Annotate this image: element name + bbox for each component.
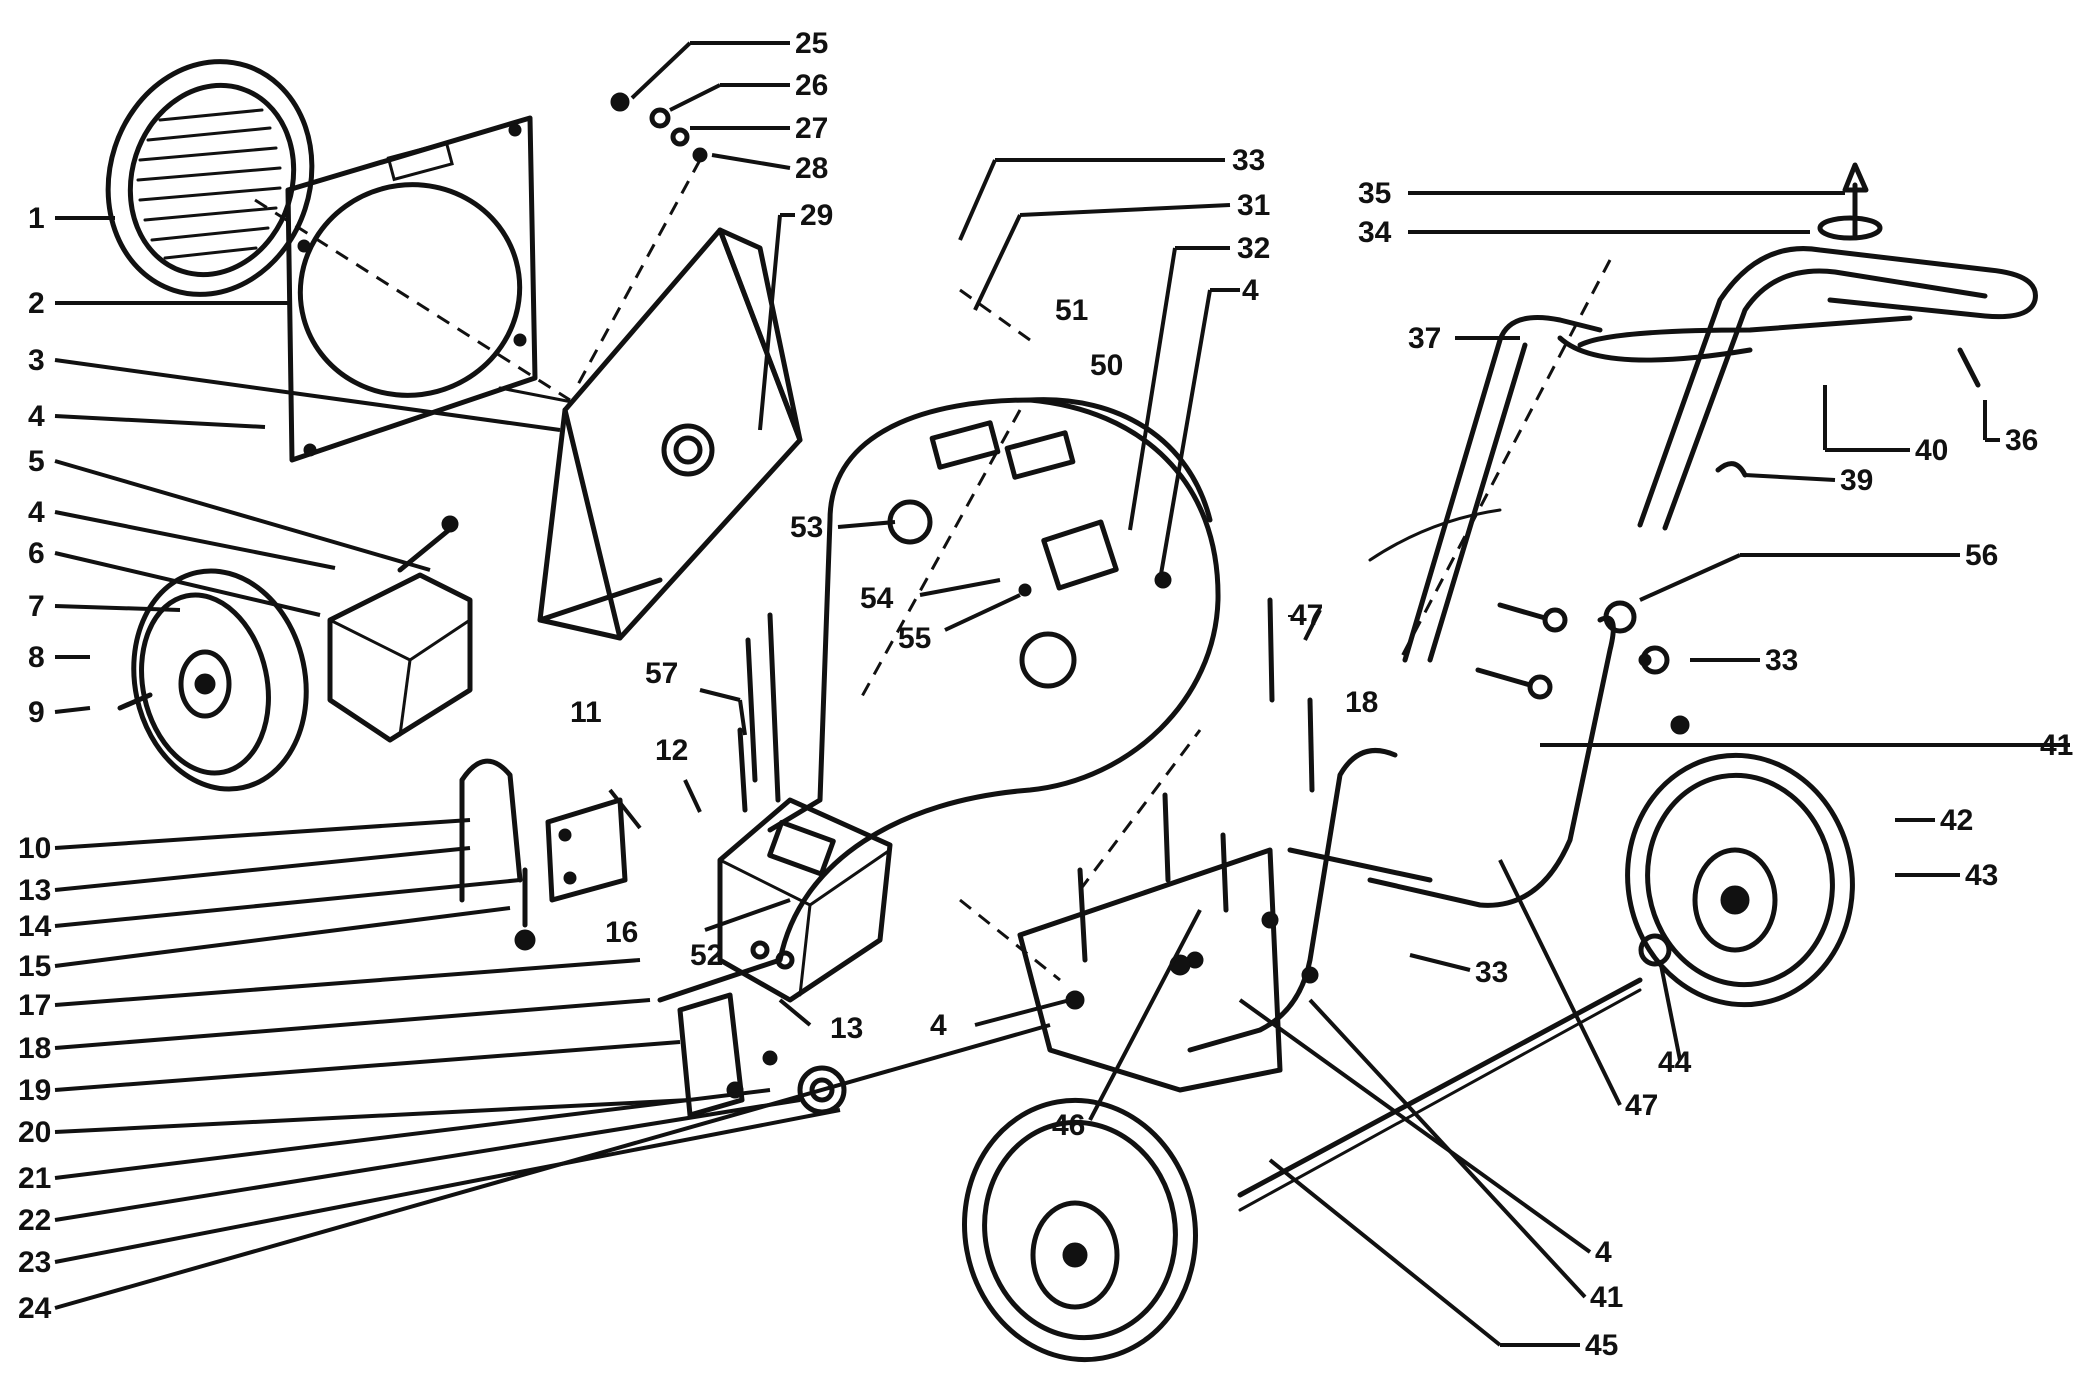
callout-13: 13	[18, 874, 51, 907]
part-grille	[105, 59, 315, 297]
callout-50: 50	[1090, 349, 1123, 382]
callout-42: 42	[1940, 804, 1973, 837]
callout-32: 32	[1237, 232, 1270, 265]
callout-55: 55	[898, 622, 931, 655]
part-motor-block	[327, 515, 473, 743]
callout-15: 15	[18, 950, 51, 983]
part-large-wheel-right	[1625, 752, 1855, 1008]
callout-10: 10	[18, 832, 51, 865]
hardware-bolt-washer	[610, 92, 708, 163]
callout-57: 57	[645, 657, 678, 690]
callout-36: 36	[2005, 424, 2038, 457]
part-handle	[1368, 162, 2038, 663]
callout-24: 24	[18, 1292, 52, 1325]
part-base-block	[717, 797, 893, 1003]
hardware-handle-fittings	[1475, 600, 1690, 735]
callout-41b: 41	[1590, 1281, 1623, 1314]
callout-5: 5	[28, 445, 45, 478]
callout-43: 43	[1965, 859, 1998, 892]
callout-28: 28	[795, 152, 828, 185]
part-cart-frame	[1017, 615, 1643, 1212]
callout-40: 40	[1915, 434, 1948, 467]
callout-33c: 33	[1475, 956, 1508, 989]
callout-4: 4	[28, 400, 45, 433]
hardware-long-bolts	[737, 612, 781, 813]
callout-27: 27	[795, 112, 828, 145]
part-mounting-plate	[285, 115, 538, 463]
callout-9: 9	[28, 696, 45, 729]
callout-3: 3	[28, 344, 45, 377]
callout-7: 7	[28, 590, 45, 623]
callout-11: 11	[570, 696, 602, 729]
callout-47b: 47	[1625, 1089, 1658, 1122]
callout-56: 56	[1965, 539, 1998, 572]
part-housing-box	[498, 227, 803, 641]
callout-33: 33	[1232, 144, 1265, 177]
part-large-wheel-left	[962, 1097, 1198, 1363]
callout-26: 26	[795, 69, 828, 102]
callout-47: 47	[1290, 599, 1323, 632]
callout-12: 12	[655, 734, 688, 767]
callout-4b: 4	[28, 496, 45, 529]
callout-29: 29	[800, 199, 833, 232]
callout-4c: 4	[1242, 274, 1259, 307]
part-blower-housing	[657, 397, 1221, 1003]
callout-39: 39	[1840, 464, 1873, 497]
part-small-bracket	[677, 992, 847, 1118]
callout-17: 17	[18, 989, 51, 1022]
callout-44: 44	[1658, 1046, 1692, 1079]
callout-34: 34	[1358, 216, 1392, 249]
callout-41: 41	[2040, 729, 2073, 762]
callout-37: 37	[1408, 322, 1441, 355]
callout-53: 53	[790, 511, 823, 544]
callout-25: 25	[795, 27, 828, 60]
callout-22: 22	[18, 1204, 51, 1237]
callout-4e: 4	[1595, 1236, 1612, 1269]
callout-labels-right: 35 34 37 36 40 39 56 33 47 18 41 42 43 4…	[1290, 177, 2073, 1362]
callout-4d: 4	[930, 1009, 947, 1042]
assembly-dashed-lines	[254, 159, 1612, 982]
part-small-wheel	[117, 568, 309, 792]
callout-35: 35	[1358, 177, 1391, 210]
callout-33b: 33	[1765, 644, 1798, 677]
hardware-frame-bolts	[1077, 597, 1315, 976]
callout-13b: 13	[830, 1012, 863, 1045]
callout-2: 2	[28, 287, 45, 320]
callout-18b: 18	[1345, 686, 1378, 719]
callout-1: 1	[28, 202, 45, 235]
callout-labels-top: 25 26 27 28 29 33 31 32 4 51 50 53 54 55…	[570, 27, 1270, 1142]
callout-45: 45	[1585, 1329, 1618, 1362]
callout-31: 31	[1237, 189, 1270, 222]
callout-18: 18	[18, 1032, 51, 1065]
callout-21: 21	[18, 1162, 51, 1195]
callout-23: 23	[18, 1246, 51, 1279]
callout-52: 52	[690, 939, 723, 972]
leader-lines	[54, 41, 2070, 1347]
callout-16: 16	[605, 916, 638, 949]
callout-8: 8	[28, 641, 45, 674]
callout-46: 46	[1052, 1109, 1085, 1142]
callout-6: 6	[28, 537, 45, 570]
callout-54: 54	[860, 582, 894, 615]
callout-20: 20	[18, 1116, 51, 1149]
part-u-bolt-bracket	[459, 758, 628, 951]
callout-19: 19	[18, 1074, 51, 1107]
callout-14: 14	[18, 910, 52, 943]
callout-labels-left: 1 2 3 4 5 4 6 7 8 9 10 13 14 15 16 17 18…	[18, 202, 638, 1325]
callout-51: 51	[1055, 294, 1088, 327]
